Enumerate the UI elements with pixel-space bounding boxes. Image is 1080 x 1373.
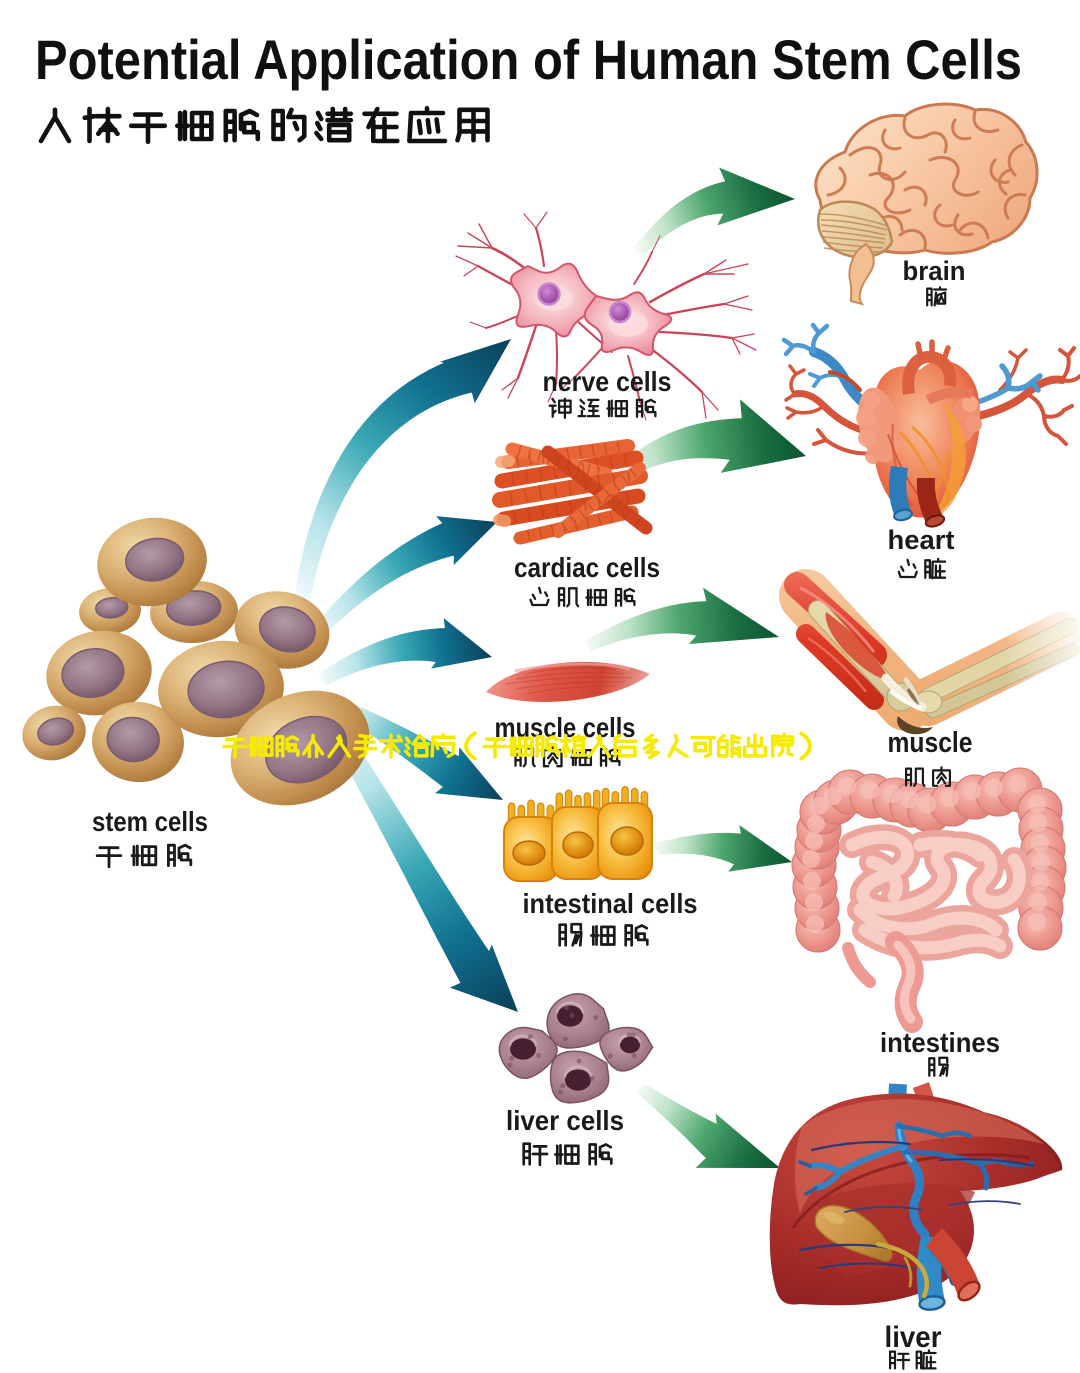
svg-text:liver: liver — [885, 1321, 942, 1354]
svg-text:intestinal cells: intestinal cells — [523, 888, 698, 919]
svg-text:muscle: muscle — [888, 727, 973, 759]
svg-text:intestines: intestines — [880, 1027, 1000, 1058]
svg-text:Potential Application of Human: Potential Application of Human Stem Cell… — [35, 28, 1022, 91]
svg-text:liver cells: liver cells — [506, 1105, 624, 1136]
svg-text:stem cells: stem cells — [92, 806, 208, 837]
svg-text:brain: brain — [903, 256, 966, 286]
svg-text:nerve cells: nerve cells — [543, 366, 672, 397]
svg-text:cardiac cells: cardiac cells — [514, 552, 660, 583]
svg-text:heart: heart — [888, 525, 955, 555]
